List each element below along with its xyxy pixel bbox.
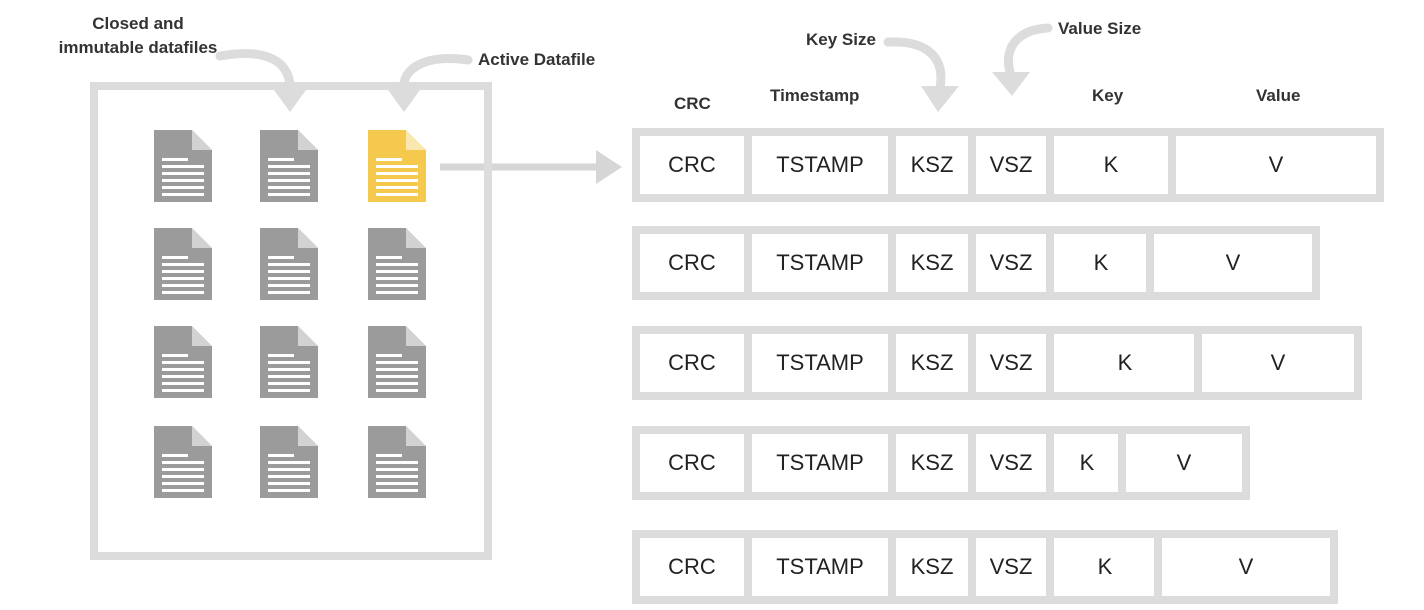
record-cell-ksz-text: KSZ	[910, 250, 954, 275]
record-cell-crc: CRC	[632, 426, 752, 500]
record-cell-ksz: KSZ	[888, 530, 976, 604]
record-cell-tstamp-text: TSTAMP	[776, 450, 864, 475]
record-cell-crc-text: CRC	[668, 250, 716, 275]
record-cell-v-text: V	[1268, 152, 1284, 177]
datafiles-container	[90, 82, 492, 560]
header-value: Value	[1256, 86, 1301, 105]
record-cell-tstamp-text: TSTAMP	[776, 152, 864, 177]
record-cell-ksz-text: KSZ	[910, 450, 954, 475]
key-size-label: Key Size	[806, 30, 876, 49]
record-cell-crc: CRC	[632, 530, 752, 604]
active-datafile-label: Active Datafile	[478, 50, 596, 69]
record-cell-tstamp: TSTAMP	[744, 128, 896, 202]
record-cell-crc-text: CRC	[668, 152, 716, 177]
record-cell-crc: CRC	[632, 128, 752, 202]
header-key: Key	[1092, 86, 1124, 105]
closed-datafile-icon	[152, 128, 214, 204]
record-cell-v-text: V	[1176, 450, 1192, 475]
record-cell-k-text: K	[1093, 250, 1109, 275]
record-cell-ksz-text: KSZ	[910, 152, 954, 177]
record-cell-k: K	[1046, 226, 1156, 300]
closed-datafile-icon	[366, 226, 428, 302]
record-cell-v: V	[1146, 226, 1320, 300]
record-cell-vsz: VSZ	[968, 426, 1054, 500]
record-cell-vsz: VSZ	[968, 326, 1054, 400]
closed-datafile-icon	[258, 226, 320, 302]
record-cell-crc: CRC	[632, 226, 752, 300]
record-cell-vsz-text: VSZ	[989, 554, 1033, 579]
value-size-curved-arrow	[1004, 23, 1053, 77]
key-size-arrowhead	[921, 86, 959, 112]
record-cell-v: V	[1168, 128, 1384, 202]
active-datafile-arrowhead	[385, 86, 423, 112]
closed-datafile-icon	[258, 424, 320, 500]
record-cell-v-text: V	[1270, 350, 1286, 375]
record-cell-v-text: V	[1225, 250, 1241, 275]
closed-datafile-icon	[152, 324, 214, 400]
active-datafile-icon	[366, 128, 428, 204]
record-cell-vsz: VSZ	[968, 226, 1054, 300]
header-crc: CRC	[674, 94, 711, 113]
record-cell-k: K	[1046, 326, 1204, 400]
record-cell-k: K	[1046, 426, 1128, 500]
record-cell-ksz: KSZ	[888, 326, 976, 400]
record-cell-vsz-text: VSZ	[989, 350, 1033, 375]
record-cell-ksz: KSZ	[888, 426, 976, 500]
record-cell-k-text: K	[1103, 152, 1119, 177]
key-size-curved-arrow	[883, 37, 946, 93]
record-cell-ksz-text: KSZ	[910, 350, 954, 375]
value-size-arrowhead	[992, 72, 1030, 96]
closed-datafile-icon	[258, 128, 320, 204]
record-cell-v: V	[1118, 426, 1250, 500]
record-cell-tstamp-text: TSTAMP	[776, 554, 864, 579]
closed-datafile-icon	[152, 226, 214, 302]
record-cell-vsz-text: VSZ	[989, 450, 1033, 475]
record-cell-crc-text: CRC	[668, 554, 716, 579]
record-cell-vsz: VSZ	[968, 530, 1054, 604]
record-cell-vsz-text: VSZ	[989, 152, 1033, 177]
record-cell-tstamp: TSTAMP	[744, 226, 896, 300]
closed-datafile-icon	[366, 424, 428, 500]
record-cell-k: K	[1046, 128, 1176, 202]
closed-datafiles-arrowhead	[271, 86, 309, 112]
record-cell-vsz: VSZ	[968, 128, 1054, 202]
closed-datafile-icon	[258, 324, 320, 400]
record-cell-k-text: K	[1079, 450, 1095, 475]
record-cell-ksz-text: KSZ	[910, 554, 954, 579]
record-cell-ksz: KSZ	[888, 226, 976, 300]
record-cell-tstamp: TSTAMP	[744, 530, 896, 604]
closed-datafile-icon	[152, 424, 214, 500]
value-size-label: Value Size	[1058, 19, 1142, 38]
record-cell-crc: CRC	[632, 326, 752, 400]
active-to-record-arrowhead	[596, 150, 622, 184]
closed-datafiles-label: Closed and immutable datafiles	[58, 14, 218, 57]
record-cell-k-text: K	[1117, 350, 1133, 375]
record-cell-crc-text: CRC	[668, 350, 716, 375]
record-cell-vsz-text: VSZ	[989, 250, 1033, 275]
record-cell-crc-text: CRC	[668, 450, 716, 475]
record-cell-v: V	[1154, 530, 1338, 604]
record-cell-v: V	[1194, 326, 1362, 400]
record-cell-v-text: V	[1238, 554, 1254, 579]
record-cell-k-text: K	[1097, 554, 1113, 579]
record-cell-tstamp-text: TSTAMP	[776, 350, 864, 375]
record-cell-k: K	[1046, 530, 1164, 604]
record-cell-tstamp-text: TSTAMP	[776, 250, 864, 275]
record-cell-tstamp: TSTAMP	[744, 326, 896, 400]
header-timestamp: Timestamp	[770, 86, 860, 105]
record-cell-tstamp: TSTAMP	[744, 426, 896, 500]
record-cell-ksz: KSZ	[888, 128, 976, 202]
closed-datafile-icon	[366, 324, 428, 400]
